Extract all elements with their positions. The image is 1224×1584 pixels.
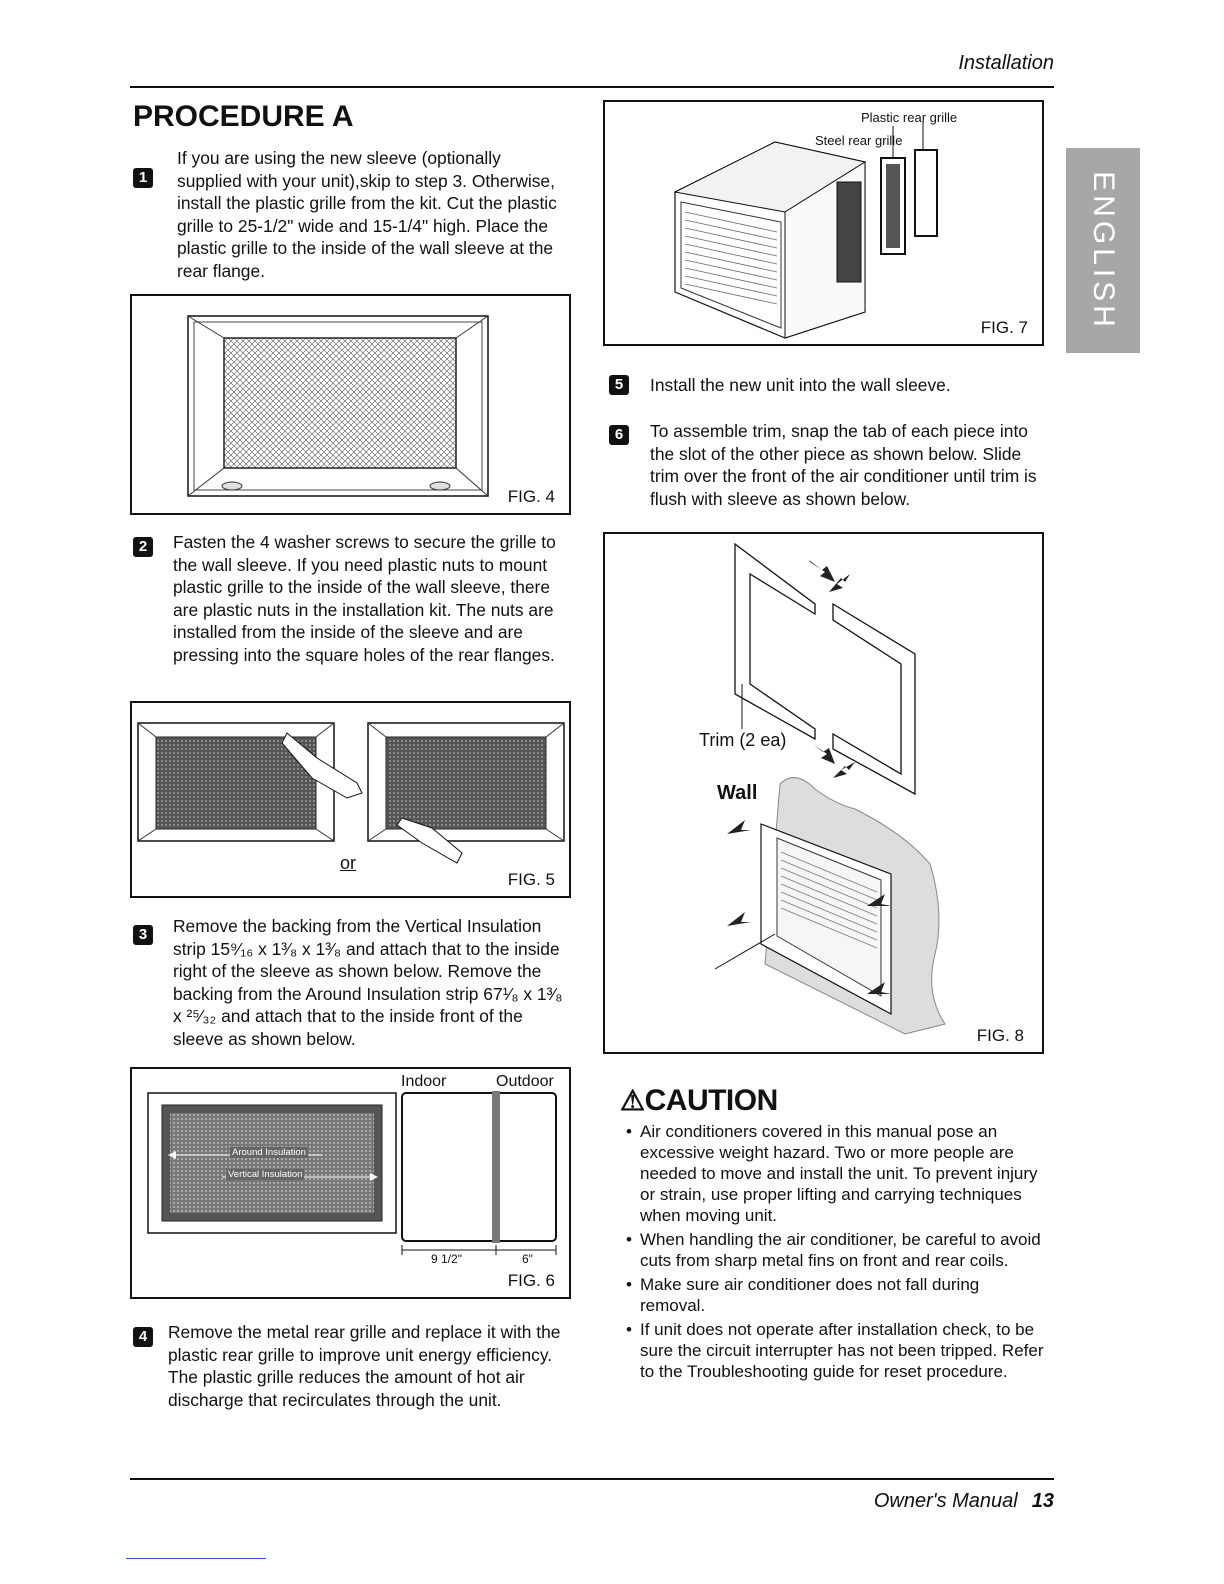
- step-5-number: 5: [609, 375, 629, 395]
- steel-grille-label: Steel rear grille: [815, 133, 903, 148]
- figure-8: Trim (2 ea) Wall FIG. 8: [603, 532, 1044, 1054]
- caution-title: CAUTION: [644, 1084, 779, 1117]
- step-6-text: To assemble trim, snap the tab of each p…: [650, 421, 1037, 509]
- step-2-number: 2: [133, 537, 153, 557]
- caution-item: Make sure air conditioner does not fall …: [624, 1274, 1044, 1316]
- fig5-left: [137, 722, 363, 842]
- grille-sleeve-illustration: [187, 315, 489, 497]
- figure-7-label: FIG. 7: [980, 318, 1028, 337]
- vertical-insulation-label: Vertical Insulation: [226, 1169, 305, 1180]
- warning-icon: ⚠: [620, 1085, 645, 1116]
- around-insulation-label: Around Insulation: [230, 1147, 308, 1158]
- fig5-right: [367, 722, 565, 864]
- step-1-text: If you are using the new sleeve (optiona…: [177, 148, 557, 281]
- trim-assembly-illustration: [714, 542, 946, 1035]
- indoor-label: Indoor: [401, 1073, 447, 1090]
- wall-label: Wall: [717, 782, 758, 804]
- caution-item: Air conditioners covered in this manual …: [624, 1121, 1044, 1226]
- figure-5: or FIG. 5: [130, 701, 571, 898]
- caution-heading: ⚠CAUTION: [620, 1084, 778, 1118]
- insulation-illustration: [147, 1091, 557, 1255]
- bottom-rule: [126, 1558, 266, 1559]
- figure-5-label: FIG. 5: [507, 870, 555, 889]
- procedure-title: PROCEDURE A: [133, 100, 354, 133]
- page-number: 13: [1031, 1490, 1054, 1512]
- step-3-number: 3: [133, 925, 153, 945]
- figure-4: FIG. 4: [130, 294, 571, 515]
- language-tab: ENGLISH: [1066, 148, 1140, 353]
- section-title: Installation: [958, 52, 1054, 74]
- caution-list: Air conditioners covered in this manual …: [624, 1121, 1044, 1385]
- step-1-number: 1: [133, 168, 153, 188]
- outdoor-label: Outdoor: [496, 1073, 554, 1090]
- step-4-number: 4: [133, 1327, 153, 1347]
- dimension-left: 9 1/2": [431, 1252, 462, 1266]
- caution-item: If unit does not operate after installat…: [624, 1319, 1044, 1382]
- plastic-grille-label: Plastic rear grille: [861, 110, 958, 125]
- step-2-text: Fasten the 4 washer screws to secure the…: [173, 532, 556, 665]
- figure-6: Indoor Outdoor Around Insulation Vertica…: [130, 1067, 571, 1299]
- step-3-text: Remove the backing from the Vertical Ins…: [173, 916, 563, 1049]
- figure-6-label: FIG. 6: [507, 1271, 555, 1290]
- figure-7: Plastic rear grille Steel rear grille FI…: [603, 100, 1044, 346]
- caution-item: When handling the air conditioner, be ca…: [624, 1229, 1044, 1271]
- page-footer: Owner's Manual 13: [130, 1478, 1054, 1512]
- ac-unit-illustration: [673, 122, 938, 339]
- screw-install-illustration: [137, 722, 565, 864]
- step-4-text: Remove the metal rear grille and replace…: [168, 1322, 561, 1410]
- language-label: ENGLISH: [1087, 170, 1120, 331]
- page-header: Installation: [130, 52, 1054, 88]
- trim-label: Trim (2 ea): [699, 730, 787, 750]
- figure-8-label: FIG. 8: [976, 1026, 1024, 1045]
- footer-label: Owner's Manual 13: [874, 1490, 1054, 1513]
- dimension-right: 6": [522, 1252, 533, 1266]
- step-5-text: Install the new unit into the wall sleev…: [650, 375, 951, 395]
- step-6-number: 6: [609, 425, 629, 445]
- figure-4-label: FIG. 4: [507, 487, 555, 506]
- figure-5-or: or: [340, 853, 357, 873]
- manual-name: Owner's Manual: [873, 1490, 1018, 1512]
